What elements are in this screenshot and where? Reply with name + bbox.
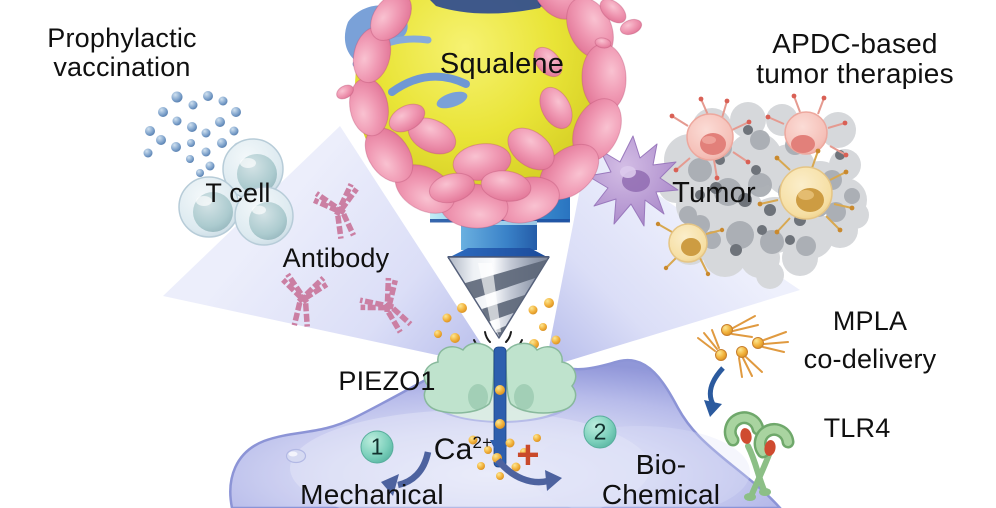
squalene-label: Squalene — [439, 48, 565, 80]
tumor-label: Tumor — [672, 177, 756, 209]
squalene-nanoparticle-icon — [336, 0, 643, 229]
beam-left — [163, 126, 497, 368]
step2-number: 2 — [593, 418, 607, 445]
arrow-to-mechanical — [381, 451, 432, 496]
prophylactic-line2: vaccination — [53, 52, 191, 83]
bio-line1: Bio- — [635, 449, 687, 480]
arrow-to-biochemical — [495, 457, 562, 491]
arrow-mpla-to-tlr4 — [704, 366, 725, 417]
ca-superscript: 2+ — [472, 433, 493, 452]
plus-sign: + — [516, 433, 540, 477]
microneedle-cone-icon — [447, 256, 550, 339]
apdc-line2: tumor therapies — [756, 58, 954, 90]
antigen-dots-icon — [143, 91, 243, 177]
lipid-petals — [336, 0, 643, 229]
beam-right — [545, 148, 800, 368]
calcium-label: Ca2+ — [433, 433, 493, 466]
step1-badge — [360, 430, 394, 464]
dendritic-cell-icon — [587, 135, 679, 227]
tlr4-receptor-icon — [723, 411, 795, 501]
mechanical-label: Mechanical — [300, 479, 444, 508]
mpla-codelivery-label: MPLA co-delivery — [804, 303, 937, 379]
ca-base: Ca — [433, 433, 473, 466]
biochemical-label: Bio- Chemical — [601, 449, 721, 508]
mpla-molecules-icon — [697, 315, 789, 378]
antibody-icons — [281, 182, 413, 334]
prophylactic-line1: Prophylactic — [47, 23, 197, 53]
mpla-line2: co-delivery — [803, 343, 937, 374]
apdc-line1: APDC-based — [772, 28, 938, 59]
vesicle-droplet — [285, 448, 307, 464]
step1-number: 1 — [370, 433, 384, 460]
piezo1-channel-icon — [423, 342, 577, 468]
tumor-cluster-icon — [587, 93, 869, 289]
t-cell-cluster-icon — [178, 138, 294, 246]
mpla-line1: MPLA — [832, 306, 908, 336]
tumor-cell-yellow — [655, 148, 855, 277]
antibody-label: Antibody — [282, 243, 390, 273]
t-cell-label: T cell — [205, 178, 271, 208]
apdc-therapies-label: APDC-based tumor therapies — [756, 28, 954, 90]
prophylactic-vaccination-label: Prophylactic vaccination — [47, 23, 197, 83]
bio-line2: Chemical — [601, 479, 721, 508]
step2-badge — [583, 415, 617, 449]
piezo1-label: PIEZO1 — [338, 366, 436, 396]
tumor-cell-pink — [669, 93, 849, 181]
tlr4-label: TLR4 — [823, 413, 891, 443]
